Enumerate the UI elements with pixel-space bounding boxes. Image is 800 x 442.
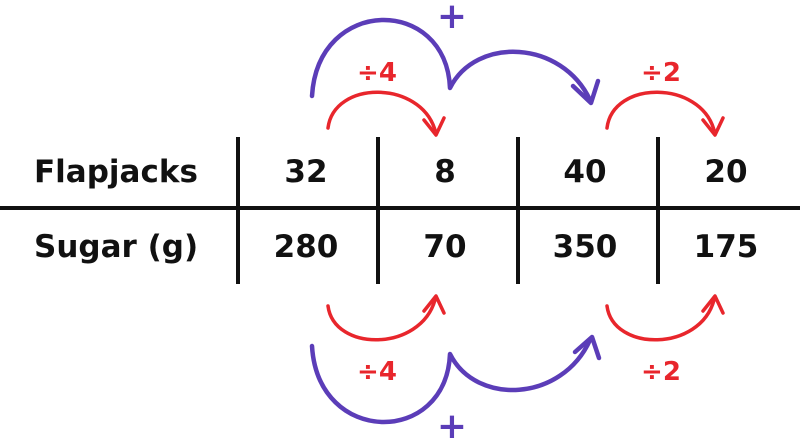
flapjacks-value-4: 20 [704, 154, 747, 190]
sugar-value-4: 175 [694, 229, 759, 265]
top-divide-2-arrowhead [701, 116, 725, 137]
top-divide-4-arrow [326, 90, 437, 132]
bottom-divide-2-arrowhead [701, 294, 725, 315]
bottom-plus-sign: + [437, 406, 467, 442]
sugar-value-1: 280 [274, 229, 339, 265]
bottom-divide-4-arrowhead [422, 294, 446, 315]
row-label-sugar: Sugar (g) [34, 229, 198, 265]
top-plus-arrow [309, 17, 593, 103]
top-divide-4-label: ÷4 [357, 58, 397, 88]
bottom-divide-2-arrow [605, 298, 716, 342]
sugar-value-3: 350 [553, 229, 618, 265]
bottom-plus-arrowhead [572, 334, 602, 361]
bottom-plus-arrow [309, 337, 593, 425]
top-divide-4-arrowhead [422, 116, 446, 137]
top-divide-2-label: ÷2 [641, 58, 681, 88]
top-plus-arrowhead [570, 78, 601, 106]
bottom-divide-4-arrow [326, 298, 437, 342]
bottom-divide-4-label: ÷4 [357, 357, 397, 387]
flapjacks-value-1: 32 [284, 154, 327, 190]
top-divide-2-arrow [605, 90, 716, 132]
flapjacks-value-3: 40 [563, 154, 606, 190]
row-label-flapjacks: Flapjacks [34, 154, 198, 190]
bottom-divide-2-label: ÷2 [641, 357, 681, 387]
top-plus-sign: + [437, 0, 467, 37]
flapjacks-value-2: 8 [434, 154, 456, 190]
sugar-value-2: 70 [423, 229, 466, 265]
